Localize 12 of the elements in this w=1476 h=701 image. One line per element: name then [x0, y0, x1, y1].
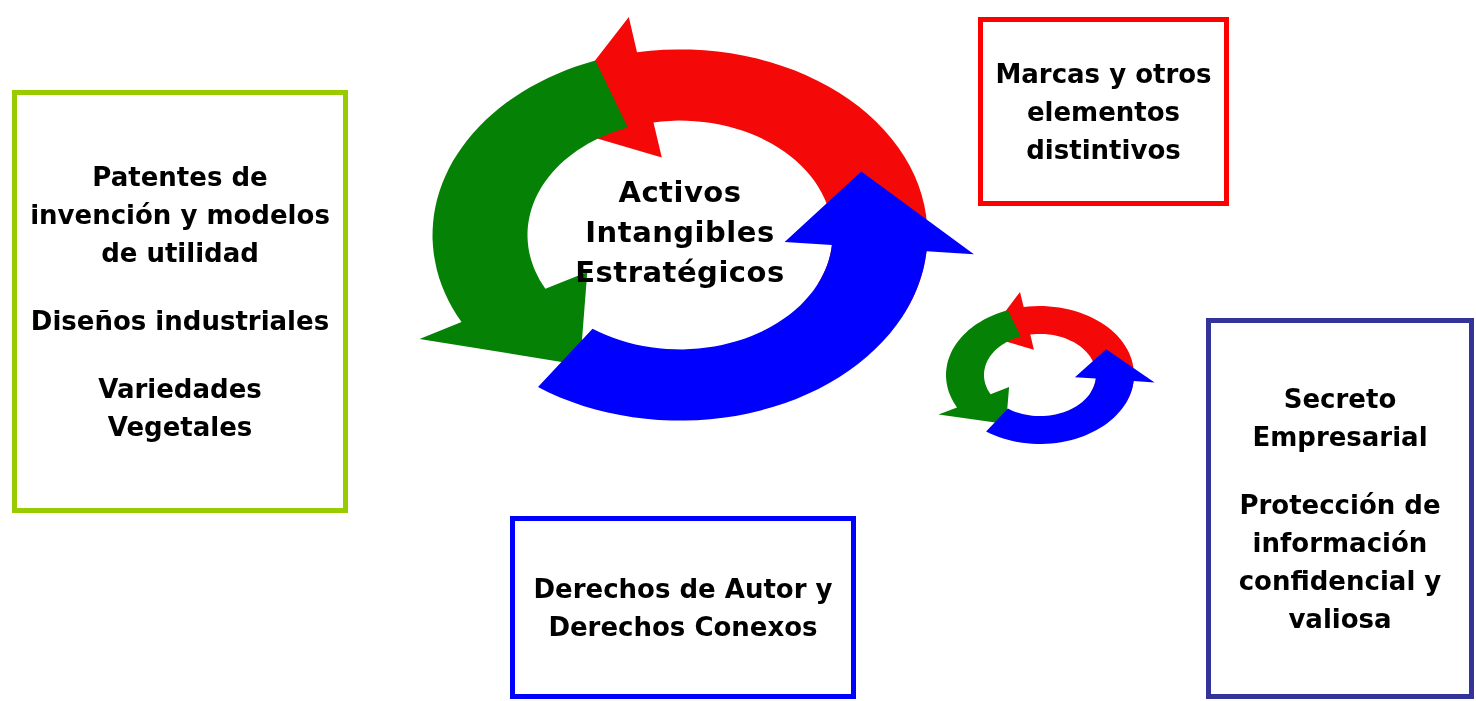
category-text: Diseños industriales [30, 304, 330, 338]
category-text: Derechos de Autor y Derechos Conexos [532, 572, 834, 644]
category-box [12, 90, 348, 513]
category-text: Secreto Empresarial [1251, 382, 1429, 454]
category-text: Marcas y otros elementos distintivos [994, 57, 1213, 167]
center-title: Activos Intangibles Estratégicos [574, 174, 786, 291]
category-box [978, 17, 1229, 206]
category-box [510, 516, 856, 699]
category-text: Patentes de invención y modelos de utilidad [29, 160, 331, 270]
category-text: Variedades Vegetales [97, 372, 263, 444]
category-text: Protección de información confidencial y valiosa [1237, 488, 1443, 636]
category-box [1206, 318, 1474, 699]
